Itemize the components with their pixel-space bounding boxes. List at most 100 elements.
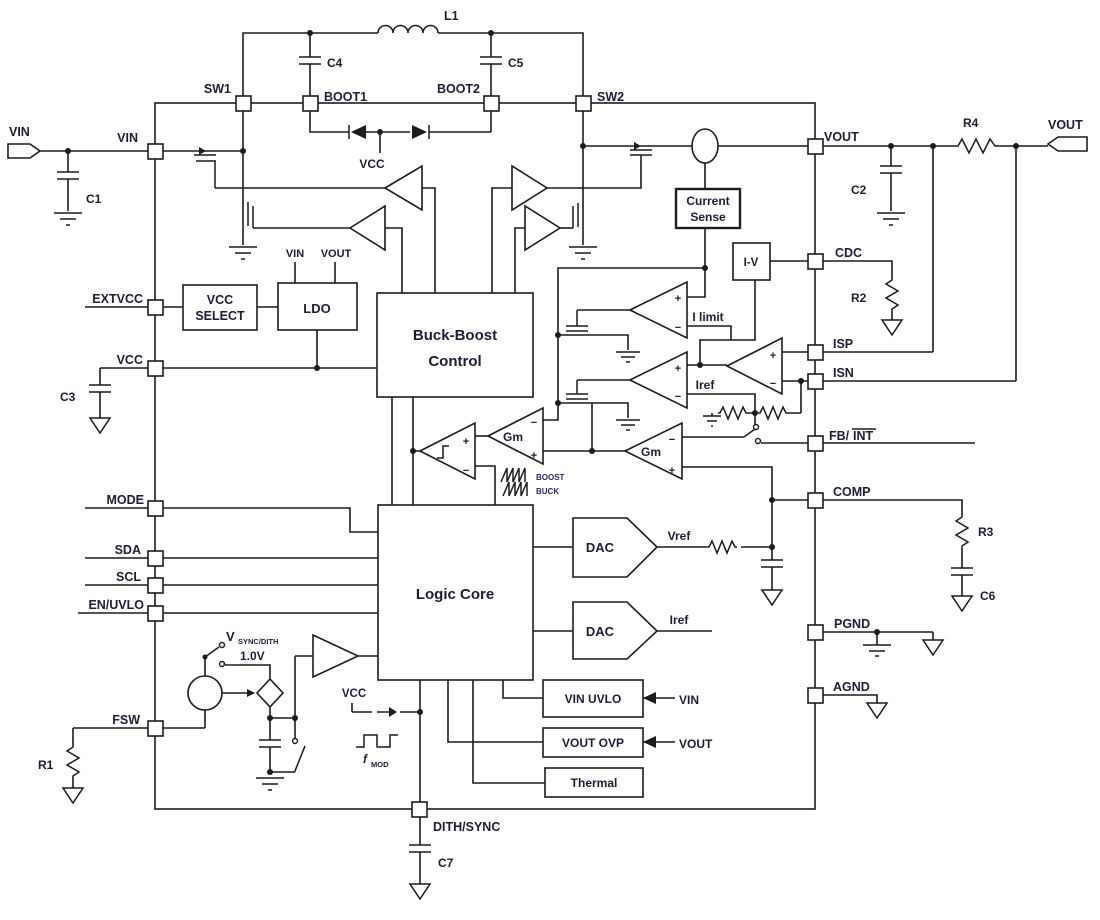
ground-arrow-c7 xyxy=(408,883,432,901)
switch-pivot xyxy=(202,654,208,660)
res-vref xyxy=(707,539,737,555)
switch-lever-osc xyxy=(294,745,306,772)
pin-label-int: INT xyxy=(853,429,874,443)
dependent-source-diamond xyxy=(255,677,285,709)
pin-dith-sync xyxy=(411,801,428,818)
ground-earth-c2 xyxy=(877,212,905,226)
junction-dot xyxy=(314,365,320,371)
label-ovp-vout: VOUT xyxy=(679,737,713,751)
fmod-squarewave xyxy=(356,734,398,748)
block-current-sense xyxy=(674,187,742,230)
junction-dot xyxy=(307,30,313,36)
label-vcc-osc: VCC xyxy=(342,688,366,700)
grounds xyxy=(54,212,974,901)
fet-arrow xyxy=(634,142,641,150)
pin-vout xyxy=(807,138,824,155)
switch-contacts xyxy=(218,423,762,745)
label-buck-boost-2: Control xyxy=(428,353,481,370)
pin-label-en-uvlo: EN/UVLO xyxy=(88,598,144,612)
plus-icon: + xyxy=(675,363,681,375)
pin-agnd xyxy=(807,687,824,704)
ground-earth-divider xyxy=(703,415,721,427)
junction-dot xyxy=(1013,143,1019,149)
wire-mode xyxy=(85,507,378,533)
pin-label-isn: ISN xyxy=(833,366,854,380)
label-i-limit: I limit xyxy=(692,310,723,324)
wires xyxy=(40,24,1048,884)
label-ldo: LDO xyxy=(303,301,330,316)
wire-iref-minus xyxy=(687,393,756,413)
ground-earth-cascode2 xyxy=(616,419,640,431)
amp-gm-left xyxy=(486,406,544,466)
pin-label-pgnd: PGND xyxy=(834,617,870,631)
junction-dot xyxy=(702,265,708,271)
label-vsync: V xyxy=(226,629,235,644)
pin-label-dith-sync: DITH/SYNC xyxy=(433,820,500,834)
pin-en-uvlo xyxy=(147,605,164,622)
pin-label-fsw: FSW xyxy=(112,713,140,727)
res-divider-1 xyxy=(718,405,748,421)
pin-label-sw2: SW2 xyxy=(597,90,624,104)
minus-icon: − xyxy=(463,465,469,477)
label-fmod: f xyxy=(363,752,368,766)
label-c4: C4 xyxy=(327,56,343,70)
label-r2: R2 xyxy=(851,291,867,305)
wire-cdc xyxy=(823,260,893,320)
pin-label-agnd: AGND xyxy=(833,680,870,694)
contact-sync xyxy=(218,641,226,649)
label-thermal: Thermal xyxy=(571,776,618,790)
pin-label-scl: SCL xyxy=(116,570,141,584)
res-r3 xyxy=(954,515,970,548)
junction-dot xyxy=(589,448,595,454)
junction-dot xyxy=(267,715,273,721)
diode-right xyxy=(412,125,427,139)
label-i-v: I-V xyxy=(744,257,759,269)
junction-dot xyxy=(580,143,586,149)
pin-fsw xyxy=(147,720,164,737)
contact-divider xyxy=(752,423,760,431)
cap-vref xyxy=(761,547,783,590)
wire-fmod xyxy=(351,703,420,713)
arrow-uvlo xyxy=(643,692,656,704)
label-iref-comparator: Iref xyxy=(696,378,716,392)
wire-fsw xyxy=(73,657,206,729)
block-vcc-select xyxy=(182,284,258,331)
fet-cascode1 xyxy=(566,310,588,332)
wire-isp xyxy=(782,146,934,353)
block-dac-iref xyxy=(572,601,659,660)
wire-iv-ilimit xyxy=(687,280,756,365)
minus-icon: − xyxy=(669,434,675,446)
pin-comp xyxy=(807,492,824,509)
fet-ls-buck xyxy=(247,202,254,228)
ground-arrow-r2 xyxy=(880,319,904,337)
label-c1: C1 xyxy=(86,192,102,206)
wire-to-ovp xyxy=(447,680,543,743)
junction-dot xyxy=(555,332,561,338)
block-dac-vref xyxy=(572,517,659,578)
pin-label-boot1: BOOT1 xyxy=(324,90,367,104)
block-vout-ovp xyxy=(542,727,644,758)
label-c7: C7 xyxy=(438,856,454,870)
pin-boot1 xyxy=(302,95,319,112)
fet-arrow xyxy=(199,147,206,155)
pin-sw1 xyxy=(235,95,252,112)
label-vcc-select-2: SELECT xyxy=(195,309,245,323)
wire-dith-c7 xyxy=(409,817,431,884)
junction-dot xyxy=(417,709,423,715)
switch-lever-fb xyxy=(743,428,756,438)
label-vref: Vref xyxy=(668,529,692,543)
junction-dot xyxy=(488,30,494,36)
cap-c5 xyxy=(480,33,502,96)
switch-lever-fsw xyxy=(204,646,220,658)
amp-current-sense xyxy=(725,336,783,396)
ground-arrow-pgnd xyxy=(921,639,945,657)
res-r2 xyxy=(884,278,900,311)
block-vin-uvlo xyxy=(542,679,644,718)
arrow-ovp xyxy=(643,736,656,748)
wire-ldo xyxy=(85,262,336,368)
minus-icon: − xyxy=(531,417,537,429)
amp-gm-right xyxy=(623,421,683,481)
pin-label-boot2: BOOT2 xyxy=(437,82,480,96)
pin-sw2 xyxy=(575,95,592,112)
label-l1: L1 xyxy=(444,9,459,23)
